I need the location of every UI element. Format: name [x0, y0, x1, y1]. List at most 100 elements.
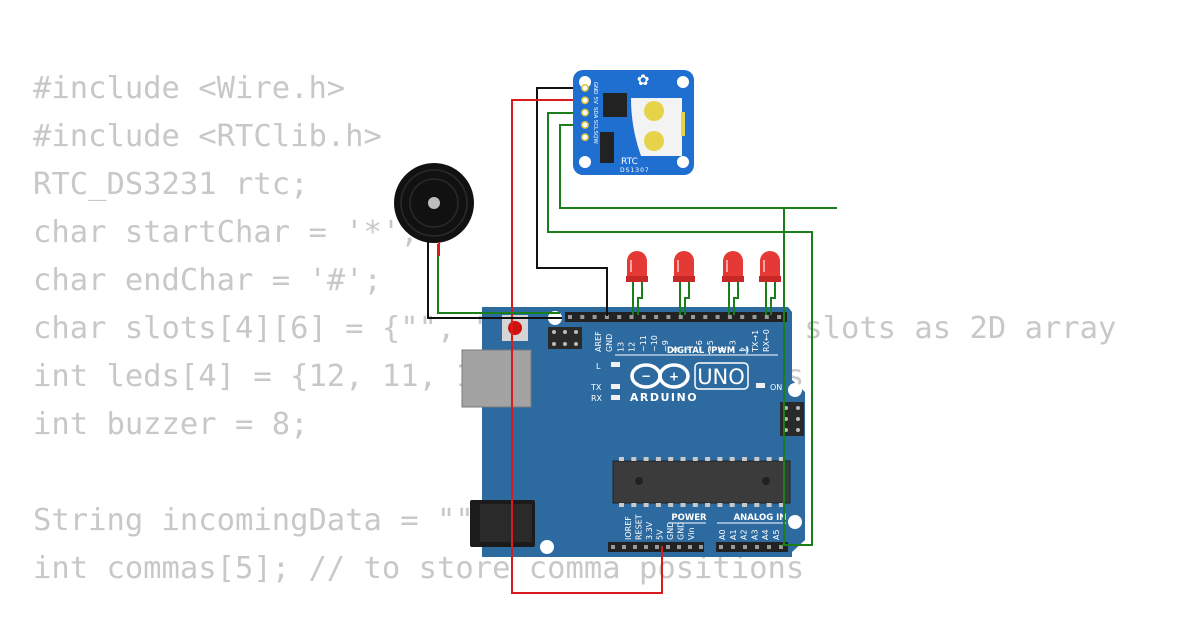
header-hole[interactable]	[633, 545, 637, 549]
rtc-pin-label: SQW	[592, 131, 598, 145]
header-hole[interactable]	[767, 545, 771, 549]
led-rx-label: RX	[591, 394, 603, 403]
header-hole[interactable]	[611, 545, 615, 549]
rtc-mount-hole	[579, 156, 591, 168]
header-hole[interactable]	[666, 545, 670, 549]
led-rx	[611, 395, 620, 400]
header-hole[interactable]	[655, 545, 659, 549]
battery-contact	[644, 131, 664, 151]
pin-label: GND	[677, 522, 686, 540]
chip-pin	[729, 457, 735, 461]
rtc-pin[interactable]	[581, 133, 589, 142]
led-1[interactable]	[626, 251, 648, 282]
chip-pin	[717, 503, 723, 507]
led-on-label: ON	[770, 383, 782, 392]
header-hole[interactable]	[719, 545, 723, 549]
pin-label: ~9	[661, 340, 670, 352]
header-hole[interactable]	[743, 545, 747, 549]
pin-label: 3.3V	[645, 521, 654, 540]
pin-label: RESET	[635, 514, 644, 540]
header-hole[interactable]	[580, 315, 585, 319]
pin-label: RX←0	[762, 329, 771, 352]
rtc-pin[interactable]	[581, 120, 589, 129]
chip-pin	[705, 503, 711, 507]
rtc-label: RTC	[621, 157, 638, 167]
atmega-chip	[612, 457, 791, 507]
chip-pin	[631, 457, 637, 461]
battery-holder	[631, 98, 682, 156]
header-hole[interactable]	[654, 315, 659, 319]
header-hole[interactable]	[699, 545, 703, 549]
wire-scl[interactable]	[559, 124, 837, 209]
wire-sda[interactable]	[547, 112, 813, 546]
wire-buzzer-pos[interactable]	[437, 244, 560, 314]
header-hole[interactable]	[617, 315, 622, 319]
wire-5v-rtc[interactable]	[511, 99, 663, 594]
piezo-buzzer[interactable]	[394, 163, 474, 256]
header-hole[interactable]	[764, 315, 769, 319]
chip-pin	[766, 503, 772, 507]
wire-gnd-rtc[interactable]	[536, 87, 608, 316]
arduino-logo-icon	[630, 363, 690, 389]
rtc-pin[interactable]	[581, 84, 589, 92]
led-4[interactable]	[759, 251, 781, 282]
pin-label: TX→1	[751, 330, 760, 353]
chip-pin	[680, 457, 686, 461]
rtc-chip	[603, 93, 627, 117]
header-hole[interactable]	[777, 315, 782, 319]
rtc-pin-label: SDA	[592, 107, 598, 119]
header-hole[interactable]	[641, 315, 646, 319]
buzzer-hole	[428, 197, 440, 209]
header-hole[interactable]	[752, 315, 757, 319]
chip-pin	[680, 503, 686, 507]
chip-pin	[643, 457, 649, 461]
rtc-pin[interactable]	[581, 108, 589, 117]
header-hole[interactable]	[779, 545, 783, 549]
chip-pin	[668, 503, 674, 507]
header-hole[interactable]	[715, 315, 720, 319]
led3-lead-b	[733, 282, 739, 315]
pin-label: 13	[616, 342, 625, 352]
pin-label: 5V	[656, 529, 665, 540]
header-hole[interactable]	[622, 545, 626, 549]
header-hole[interactable]	[740, 315, 745, 319]
battery-tab	[681, 112, 685, 136]
rtc-mount-hole	[677, 156, 689, 168]
logo-plus: +	[669, 370, 679, 384]
header-hole[interactable]	[731, 545, 735, 549]
pin-label: A2	[740, 529, 749, 540]
header-hole[interactable]	[629, 315, 634, 319]
pin-label: AREF	[594, 331, 603, 352]
header-hole[interactable]	[592, 315, 597, 319]
chip-pin	[619, 457, 624, 461]
rtc-pin[interactable]	[581, 96, 589, 105]
header-hole[interactable]	[644, 545, 648, 549]
header-hole[interactable]	[666, 315, 671, 319]
header-hole[interactable]	[691, 315, 695, 319]
header-hole[interactable]	[568, 315, 572, 319]
header-hole[interactable]	[703, 315, 708, 319]
led4-lead-b	[770, 282, 776, 315]
led-tx-label: TX	[590, 383, 602, 392]
rtc-crystal	[600, 132, 614, 163]
chip-pin	[668, 457, 674, 461]
pin-label: A0	[718, 529, 727, 540]
led-1-rim	[626, 276, 648, 282]
led-2-rim	[673, 276, 695, 282]
led-2[interactable]	[673, 251, 695, 282]
wires	[427, 87, 837, 594]
header-hole[interactable]	[678, 315, 683, 319]
power-label: POWER	[671, 513, 707, 523]
header-hole[interactable]	[677, 545, 681, 549]
header-hole[interactable]	[727, 315, 732, 319]
header-hole[interactable]	[688, 545, 692, 549]
led-3[interactable]	[722, 251, 744, 282]
header-hole[interactable]	[755, 545, 759, 549]
led-l-label: L	[596, 362, 601, 371]
header-hole[interactable]	[604, 315, 609, 319]
rtc-pin-label: 5V	[592, 97, 598, 104]
wire-buzzer-neg[interactable]	[427, 244, 562, 319]
